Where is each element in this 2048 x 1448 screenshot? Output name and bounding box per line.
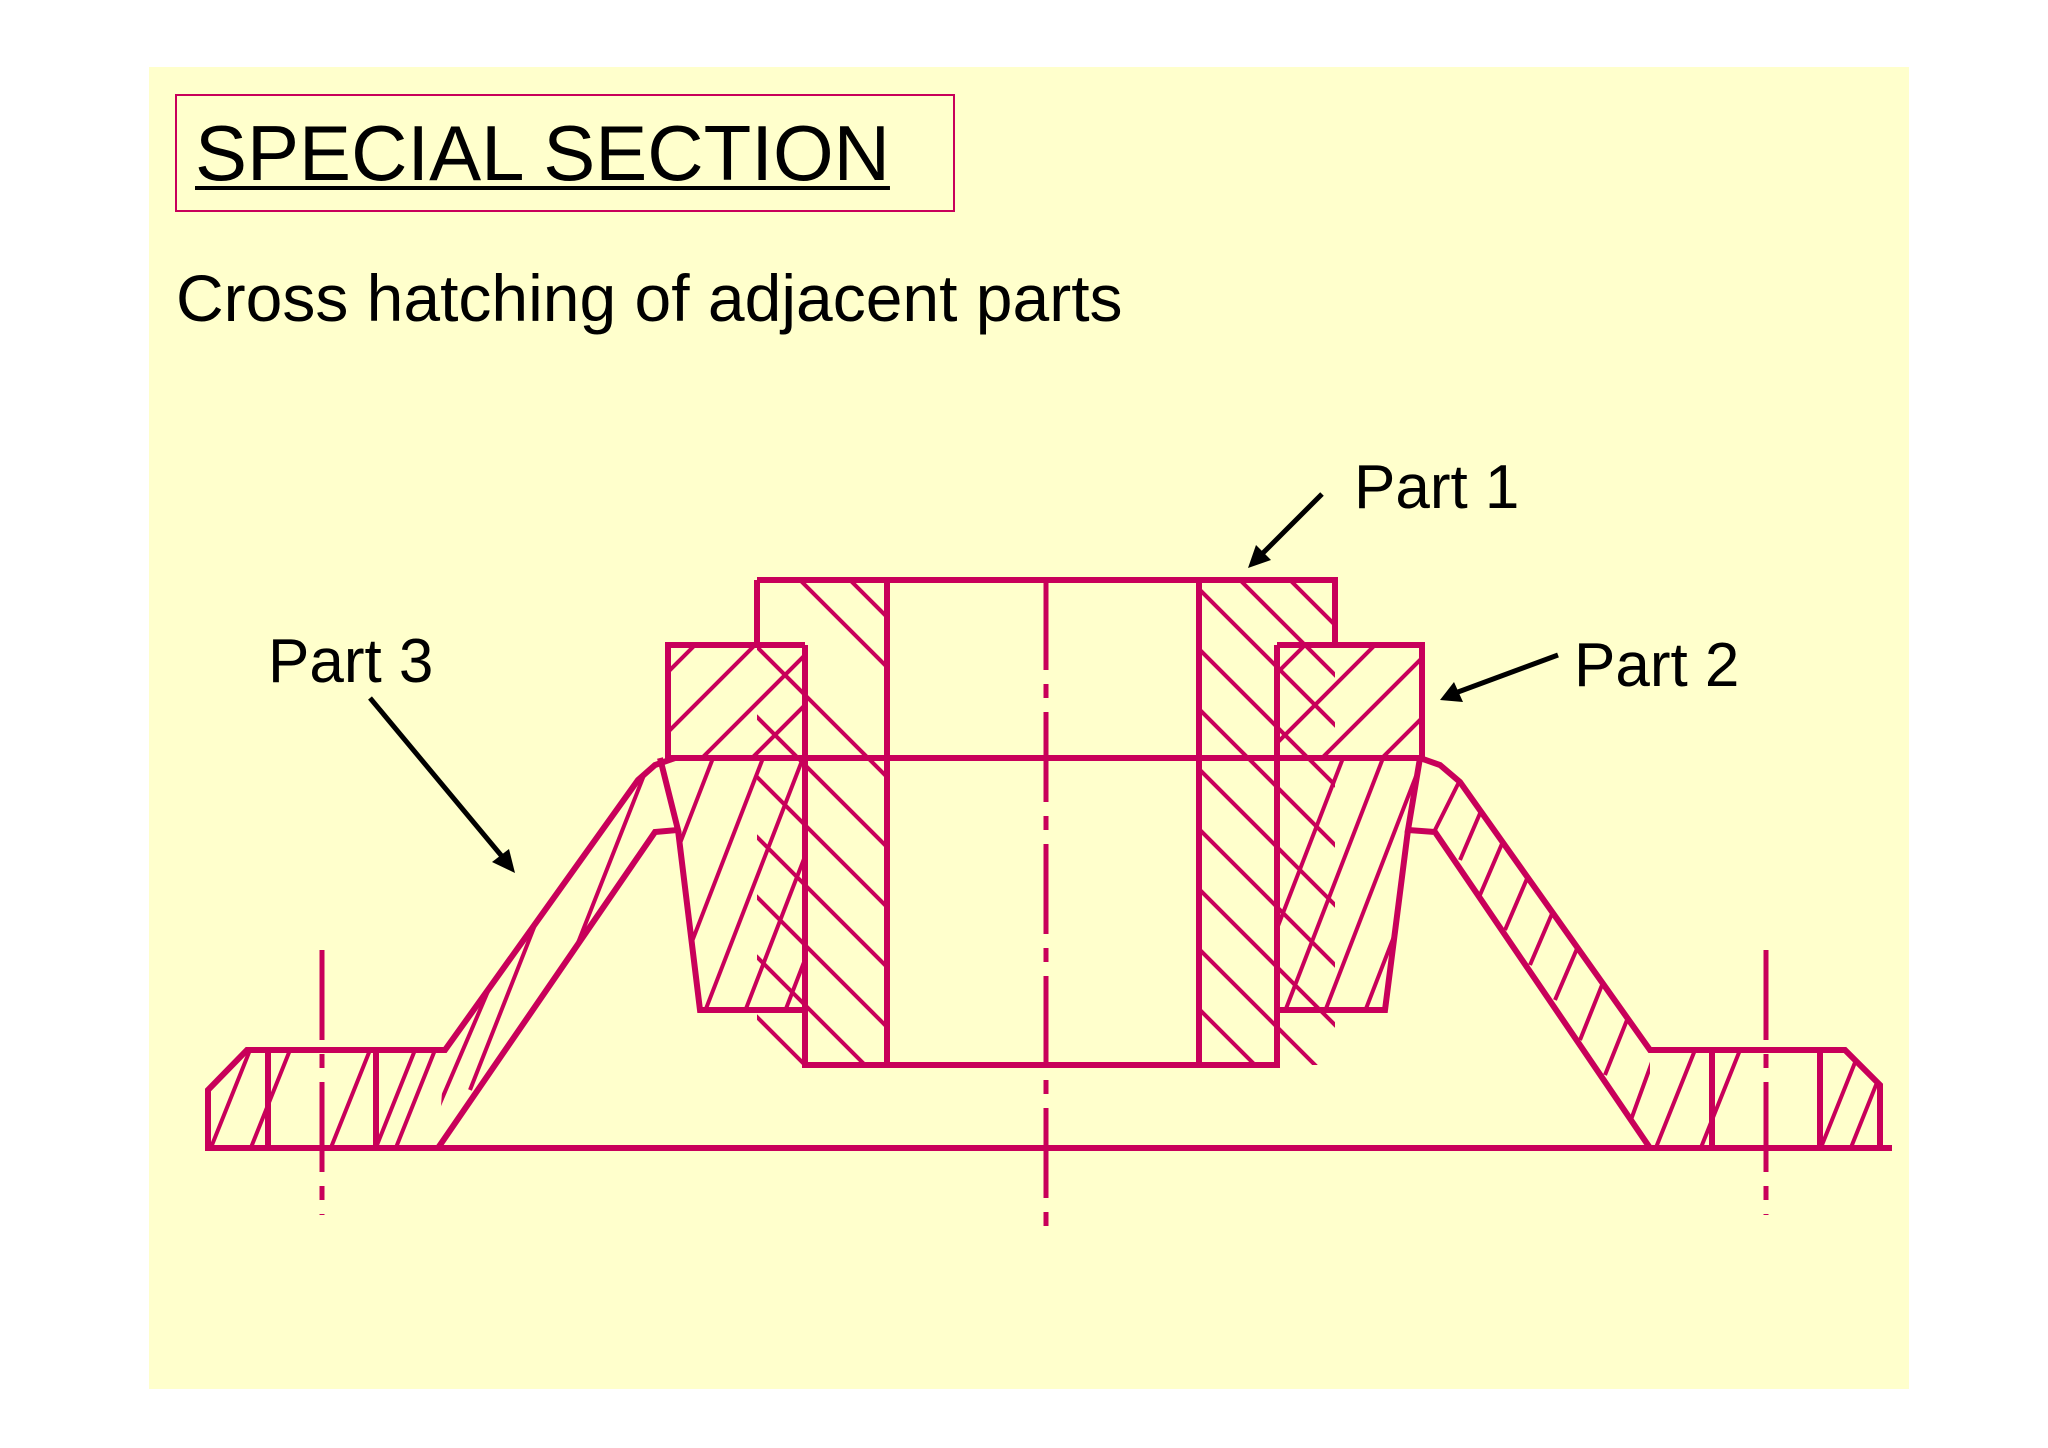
part1-outline: [754, 577, 1338, 1068]
part1-leader: [1260, 492, 1324, 556]
arrowheads: [492, 545, 1463, 873]
part3-arrowhead: [492, 849, 515, 873]
part3-inner-left: [435, 757, 682, 1150]
part2-label: Part 2: [1574, 631, 1739, 700]
part3-label: Part 3: [268, 627, 433, 696]
part3-left-hatch: [438, 759, 652, 1148]
part3-leader: [368, 696, 507, 862]
part3-outline: [205, 755, 1883, 1151]
center-lines: [319, 580, 1769, 1240]
part3-inner-right: [1404, 757, 1653, 1150]
slide-background: [149, 67, 1909, 1389]
bolt-holes: [265, 1050, 1823, 1148]
title-box: SPECIAL SECTION: [175, 94, 955, 212]
part3-right-hatch: [1428, 759, 1650, 1148]
leaders: [368, 492, 1559, 862]
part1-left-hatch: [757, 580, 887, 1065]
flange-right-hatch: [1653, 1050, 1880, 1148]
part2-leader: [1457, 652, 1559, 695]
flange-left-hatch: [208, 1050, 437, 1148]
part1-label: Part 1: [1354, 453, 1519, 522]
part2-arrowhead: [1440, 682, 1463, 702]
part2-left-bot-hatch: [678, 758, 805, 1010]
part2-left-top-hatch: [668, 645, 805, 758]
part2-right-outline: [1277, 642, 1425, 1013]
page-title: SPECIAL SECTION: [195, 109, 890, 197]
part1-arrowhead: [1248, 545, 1271, 568]
subtitle: Cross hatching of adjacent parts: [176, 261, 1123, 335]
